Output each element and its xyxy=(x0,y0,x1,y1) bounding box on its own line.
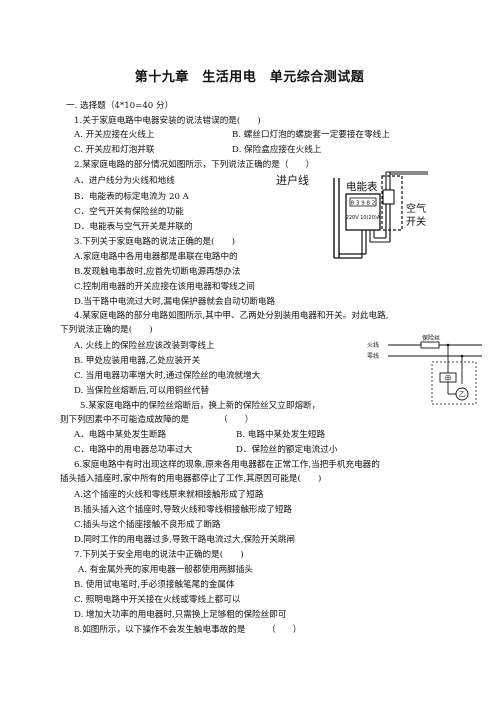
q6-option-a: A.这个插座的火线和零线原来就相接触形成了短路 xyxy=(74,490,264,500)
q4-stem-line2: 下列说法正确的是( ) xyxy=(60,325,153,335)
air-switch-label-1: 空气 xyxy=(406,202,426,215)
meter-spec: 220V 10(20)A xyxy=(346,215,381,221)
q5-stem-line1: 5.某家庭电路中的保险丝熔断后，换上新的保险丝又立即熔断， xyxy=(80,401,321,411)
fuse xyxy=(420,341,440,349)
q2-stem: 2.某家庭电路的部分情况如图所示，下列说法正确的是（ ） xyxy=(74,160,315,170)
q1-stem: 1.关于家庭电路中电器安装的说法错误的是( ) xyxy=(74,116,261,126)
q2-option-c: C．空气开关有保险丝的功能 xyxy=(74,207,184,217)
q6-stem-line1: 6.家庭电路中有时出现这样的现象,原来各用电器都在正常工作,当把手机充电器的 xyxy=(74,460,380,470)
air-switch-box xyxy=(381,175,403,231)
q1-option-d: D. 保险盒应接在火线上 xyxy=(232,145,322,155)
q3-option-b: B.发现触电事故时,应首先切断电源再想办法 xyxy=(74,267,241,277)
q5-option-a: A．电路中某处发生断路 xyxy=(74,430,167,440)
page-title: 第十九章 生活用电 单元综合测试题 xyxy=(134,70,365,85)
meter-label: 电能表 xyxy=(346,180,378,193)
neutral-line-label: 零线 xyxy=(367,352,379,360)
live-line-label: 火线 xyxy=(367,341,379,349)
meter-reading: 8 3 9 8 2 xyxy=(351,201,376,207)
q8-stem: 8.如图所示，以下操作不会发生触电事故的是 （ ） xyxy=(74,625,302,635)
q5-option-b: B. 电路中某处发生短路 xyxy=(236,430,326,440)
q3-option-a: A.家庭电路中各用电器都是串联在电路中的 xyxy=(74,252,238,262)
q4-option-c: C. 当用电器功率增大时,通过保险丝的电流就增大 xyxy=(74,371,261,381)
q2-option-b: B．电能表的标定电流为 20 A xyxy=(74,192,189,202)
q7-option-a: A. 有金属外壳的家用电器一般都使用两脚插头 xyxy=(78,565,253,575)
q6-stem-line2: 插头插入插座时,家中所有的用电器都停止了工作,其原因可能是( ) xyxy=(60,474,322,484)
q2-option-a: A．进户线分为火线和地线 xyxy=(74,176,175,186)
q7-stem: 7.下列关于安全用电的说法中正确的是( ) xyxy=(74,550,244,560)
q6-option-b: B.插头插入这个插座时,导致火线和零线相接触形成了短路 xyxy=(74,505,293,515)
q4-circuit-figure: 保险丝 火线 零线 甲 乙 xyxy=(367,334,482,405)
q6-option-c: C.插头与这个插座接触不良形成了断路 xyxy=(74,520,221,530)
air-switch xyxy=(382,189,395,205)
incoming-line-label: 进户线 xyxy=(276,173,309,187)
q1-option-a: A. 开关应接在火线上 xyxy=(74,130,155,140)
q1-option-b: B. 螺丝口灯泡的螺旋套一定要接在零线上 xyxy=(232,130,390,140)
q3-option-c: C.控制用电器的开关应接在该用电器和零线之间 xyxy=(74,282,255,292)
q2-circuit-figure: 进户线 电能表 8 3 9 8 2 220V 10(20)A 空气 开关 xyxy=(276,171,428,259)
q5-option-d: D．保险丝的额定电流过小 xyxy=(236,445,338,455)
q3-option-d: D.当干路中电流过大时,漏电保护器就会自动切断电路 xyxy=(74,297,276,307)
fuse-label: 保险丝 xyxy=(422,334,440,342)
q3-stem: 3.下列关于家庭电路的说法正确的是( ) xyxy=(74,237,235,247)
section-heading: 一. 选择题（4*10=40 分） xyxy=(66,101,174,111)
q4-stem-line1: 4.某家庭电路的部分电路如图所示,其中甲、乙两处分别装用电器和开关。对此电路, xyxy=(74,311,389,321)
q4-option-a: A. 火线上的保险丝应该改装到零线上 xyxy=(74,341,215,351)
q7-option-b: B. 使用试电笔时,手必须接触笔尾的金属体 xyxy=(74,580,235,590)
q5-option-c: C．电路中的用电器总功率过大 xyxy=(74,445,193,455)
q1-option-c: C. 开关应和灯泡并联 xyxy=(74,145,155,155)
air-switch-label-2: 开关 xyxy=(406,215,426,228)
meter-display xyxy=(349,197,377,207)
q7-option-c: C. 照明电路中开关接在火线或零线上都可以 xyxy=(74,595,241,605)
q4-option-b: B. 甲处应装用电器,乙处应装开关 xyxy=(74,356,201,366)
q7-option-d: D. 增加大功率的用电器时,只需换上足够粗的保险丝即可 xyxy=(74,610,287,620)
q5-stem-line2: 则下列因素中不可能造成故障的是 （ ） xyxy=(60,415,254,425)
yi-label: 乙 xyxy=(459,391,466,399)
q6-option-d: D.同时工作的用电器过多,导致干路电流过大,保险开关跳闸 xyxy=(74,535,296,545)
jia-label: 甲 xyxy=(445,375,452,383)
q4-option-d: D. 当保险丝熔断后,可以用铜丝代替 xyxy=(74,386,210,396)
q2-option-d: D．电能表与空气开关是并联的 xyxy=(74,222,193,232)
load-box xyxy=(431,361,477,405)
